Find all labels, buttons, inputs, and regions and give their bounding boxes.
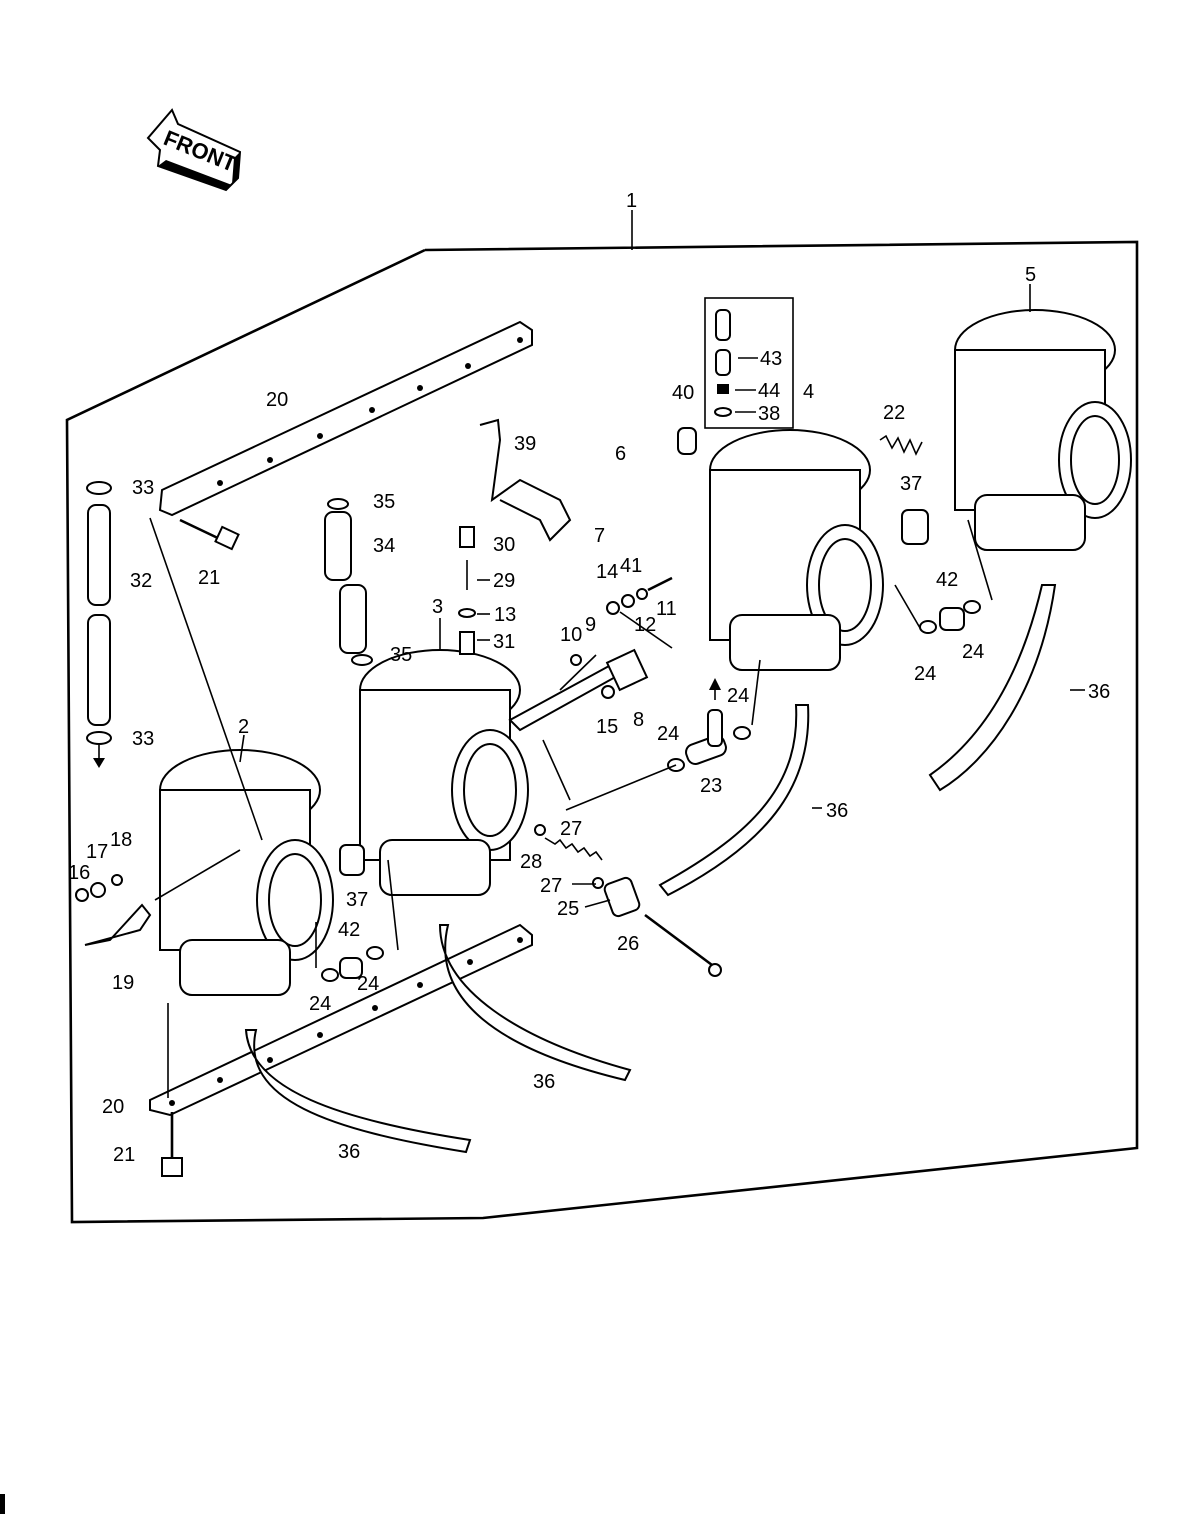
- label-23: 23: [700, 775, 722, 797]
- label-33-bottom: 33: [132, 728, 154, 750]
- carburetor-5: [954, 309, 1132, 551]
- label-37-b: 37: [346, 889, 368, 911]
- label-13: 13: [494, 604, 516, 626]
- label-32: 32: [130, 570, 152, 592]
- label-28: 28: [520, 851, 542, 873]
- label-11: 11: [656, 598, 677, 620]
- link-bracket-39: [479, 418, 572, 542]
- label-38: 38: [758, 403, 780, 425]
- label-10: 10: [560, 624, 582, 646]
- label-36-b: 36: [826, 800, 848, 822]
- tube-34: [324, 498, 373, 666]
- lower-mounting-bracket: [149, 923, 533, 1117]
- upper-mounting-bracket: [158, 320, 533, 517]
- label-3: 3: [432, 596, 443, 618]
- label-4: 4: [803, 381, 814, 403]
- label-44: 44: [758, 380, 780, 402]
- label-27-b: 27: [540, 875, 562, 897]
- leader-lines: [149, 284, 1085, 1098]
- label-24-e: 24: [309, 993, 331, 1015]
- label-21-bottom: 21: [113, 1144, 135, 1166]
- label-35-top: 35: [373, 491, 395, 513]
- carburetor-2: [159, 749, 334, 996]
- label-25: 25: [557, 898, 579, 920]
- label-36-d: 36: [338, 1141, 360, 1163]
- label-20-bottom: 20: [102, 1096, 124, 1118]
- label-20-top: 20: [266, 389, 288, 411]
- label-24-b: 24: [657, 723, 679, 745]
- label-6: 6: [615, 443, 626, 465]
- label-26: 26: [617, 933, 639, 955]
- bracket-bolt-upper: [179, 518, 240, 551]
- carburetor-3: [359, 649, 529, 896]
- screws-16-19: [75, 874, 152, 946]
- label-8: 8: [633, 709, 644, 731]
- label-18: 18: [110, 829, 132, 851]
- connectors-left: [321, 844, 384, 982]
- cap-40: [677, 427, 697, 455]
- label-34: 34: [373, 535, 395, 557]
- label-36-a: 36: [1088, 681, 1110, 703]
- label-27-a: 27: [560, 818, 582, 840]
- label-30: 30: [493, 534, 515, 556]
- carburetor-4: [709, 429, 884, 671]
- shaft-assembly: [508, 576, 673, 732]
- throttle-screws-29-31: [458, 526, 476, 655]
- label-41: 41: [620, 555, 642, 577]
- label-22: 22: [883, 402, 905, 424]
- label-17: 17: [86, 841, 108, 863]
- joint-23: [667, 678, 751, 772]
- label-40: 40: [672, 382, 694, 404]
- connectors-right: [879, 434, 981, 634]
- label-5: 5: [1025, 264, 1036, 286]
- label-12: 12: [634, 614, 656, 636]
- label-24-a: 24: [727, 685, 749, 707]
- label-9: 9: [585, 614, 596, 636]
- label-31: 31: [493, 631, 515, 653]
- label-39: 39: [514, 433, 536, 455]
- scan-mark: [0, 1494, 5, 1514]
- label-15: 15: [596, 716, 618, 738]
- spring-and-adjuster: [534, 824, 722, 977]
- label-19: 19: [112, 972, 134, 994]
- jet-kit-box: [704, 297, 794, 429]
- front-arrow-badge: FRONT: [146, 108, 242, 192]
- fuel-hoses: [244, 584, 1057, 1154]
- label-21-top: 21: [198, 567, 220, 589]
- vent-hose: [86, 481, 112, 768]
- bracket-bolt-lower: [161, 1112, 183, 1177]
- assembly-outline: [65, 240, 1139, 1224]
- label-35-bottom: 35: [390, 644, 412, 666]
- label-42-a: 42: [936, 569, 958, 591]
- label-2: 2: [238, 716, 249, 738]
- label-37-a: 37: [900, 473, 922, 495]
- label-24-c: 24: [914, 663, 936, 685]
- label-29: 29: [493, 570, 515, 592]
- label-43: 43: [760, 348, 782, 370]
- label-33-top: 33: [132, 477, 154, 499]
- label-1: 1: [626, 190, 637, 212]
- label-7: 7: [594, 525, 605, 547]
- label-14: 14: [596, 561, 618, 583]
- label-42-b: 42: [338, 919, 360, 941]
- label-36-c: 36: [533, 1071, 555, 1093]
- label-16: 16: [68, 862, 90, 884]
- label-24-f: 24: [357, 973, 379, 995]
- label-24-d: 24: [962, 641, 984, 663]
